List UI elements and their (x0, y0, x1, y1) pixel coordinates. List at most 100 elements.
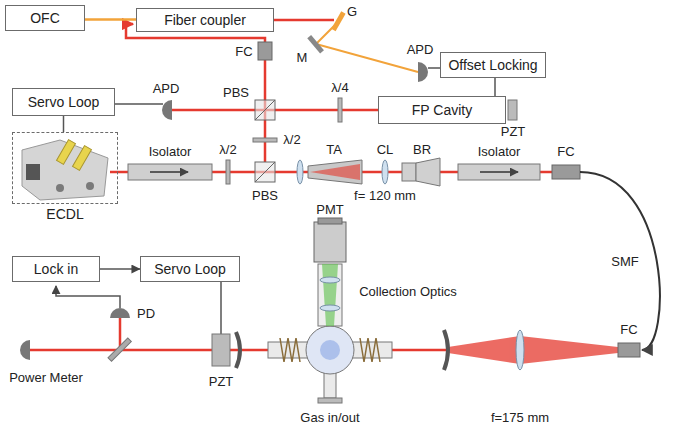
signal-line (85, 18, 136, 21)
part-label: SMF (611, 255, 638, 269)
lens (297, 160, 303, 184)
fiber-cable (580, 172, 660, 350)
laser-module (57, 140, 76, 165)
pickoff-plate (108, 338, 131, 361)
grating (331, 11, 345, 31)
collection-optics (322, 264, 338, 326)
beam-reshaper (416, 158, 440, 186)
grating (331, 11, 345, 31)
part-label: G (347, 5, 357, 19)
pickoff-plate (108, 338, 131, 361)
beam-splitter-cube (255, 100, 275, 120)
part-label: PZT (209, 375, 234, 389)
focused-beam (448, 336, 618, 364)
photomultiplier (314, 222, 346, 262)
part-label: PBS (223, 86, 249, 100)
box-label: Lock in (34, 261, 78, 277)
waveplate (226, 160, 230, 184)
laser-module (26, 164, 40, 180)
laser-module (86, 182, 94, 190)
part-label: PMT (316, 203, 343, 217)
piezo-actuator (508, 100, 517, 120)
photomultiplier (318, 218, 342, 224)
laser-module (22, 140, 108, 200)
tapered-amplifier (308, 160, 362, 184)
box-label: Servo Loop (154, 261, 226, 277)
part-label: CL (377, 143, 394, 157)
part-label: M (297, 51, 308, 65)
lens (516, 330, 524, 370)
fiber-cable (580, 172, 660, 350)
part-label: Power Meter (9, 371, 83, 385)
part-label: FC (557, 145, 574, 159)
coupler-box: Fiber coupler (136, 8, 274, 32)
fiber-collimator (618, 343, 640, 357)
waveplate (338, 98, 342, 122)
laser-box: ECDL (12, 132, 118, 204)
tapered-amplifier (308, 160, 362, 184)
part-label: PZT (501, 125, 526, 139)
box-label: FP Cavity (412, 102, 472, 118)
vacuum-cell (320, 340, 340, 360)
beam-reshaper (402, 163, 416, 181)
collection-optics (320, 277, 340, 283)
part-label: Collection Optics (359, 285, 457, 299)
box-label: ECDL (46, 206, 83, 222)
focused-beam (448, 336, 520, 364)
laser-module (22, 140, 108, 200)
signal-line (494, 78, 496, 96)
vacuum-cell (268, 326, 392, 403)
vacuum-cell (280, 338, 300, 362)
photodiode (418, 62, 428, 82)
piezo-actuator (212, 334, 230, 366)
part-label: TA (326, 143, 342, 157)
laser-beam (274, 19, 334, 22)
part-label: λ/2 (219, 143, 236, 157)
part-label: Isolator (478, 145, 521, 159)
collection-optics (318, 264, 342, 326)
beat-light (316, 22, 418, 72)
fiber-collimator (258, 42, 640, 357)
collection-optics (320, 305, 340, 311)
signal-line (63, 116, 65, 132)
part-label: f=175 mm (491, 411, 549, 425)
box-label: Fiber coupler (164, 12, 246, 28)
part-label: FC (235, 45, 252, 59)
vacuum-cell (318, 398, 342, 403)
controller-box: Servo Loop (12, 88, 115, 116)
optical-isolator (458, 164, 540, 180)
part-label: FC (620, 323, 637, 337)
part-label: Isolator (149, 145, 192, 159)
cavity-box: FP Cavity (378, 96, 506, 124)
power-meter (20, 340, 30, 360)
optical-isolator (150, 171, 188, 173)
signal-wire (220, 282, 222, 334)
part-label: PBS (252, 189, 278, 203)
cavity-mirror (444, 330, 448, 370)
photodiode (162, 100, 172, 120)
part-label: λ/4 (331, 81, 348, 95)
fiber-collimator (552, 165, 580, 179)
part-label: APD (153, 82, 180, 96)
controller-box: Servo Loop (140, 256, 240, 282)
part-label: BR (413, 143, 431, 157)
part-label: PD (137, 307, 155, 321)
beam-splitter-cube (255, 162, 275, 182)
signal-wire (115, 103, 163, 105)
box-label: Servo Loop (28, 94, 100, 110)
connector-group (64, 19, 496, 269)
beat-light (316, 22, 418, 72)
optical-isolator (128, 164, 212, 180)
part-label: APD (407, 43, 434, 57)
signal-line (100, 268, 140, 270)
piezo-actuator (212, 100, 517, 366)
power-meter (20, 340, 30, 360)
mirror (307, 35, 324, 54)
tapered-amplifier (310, 164, 360, 180)
box-label: OFC (30, 10, 60, 26)
part-label: λ/2 (283, 133, 300, 147)
